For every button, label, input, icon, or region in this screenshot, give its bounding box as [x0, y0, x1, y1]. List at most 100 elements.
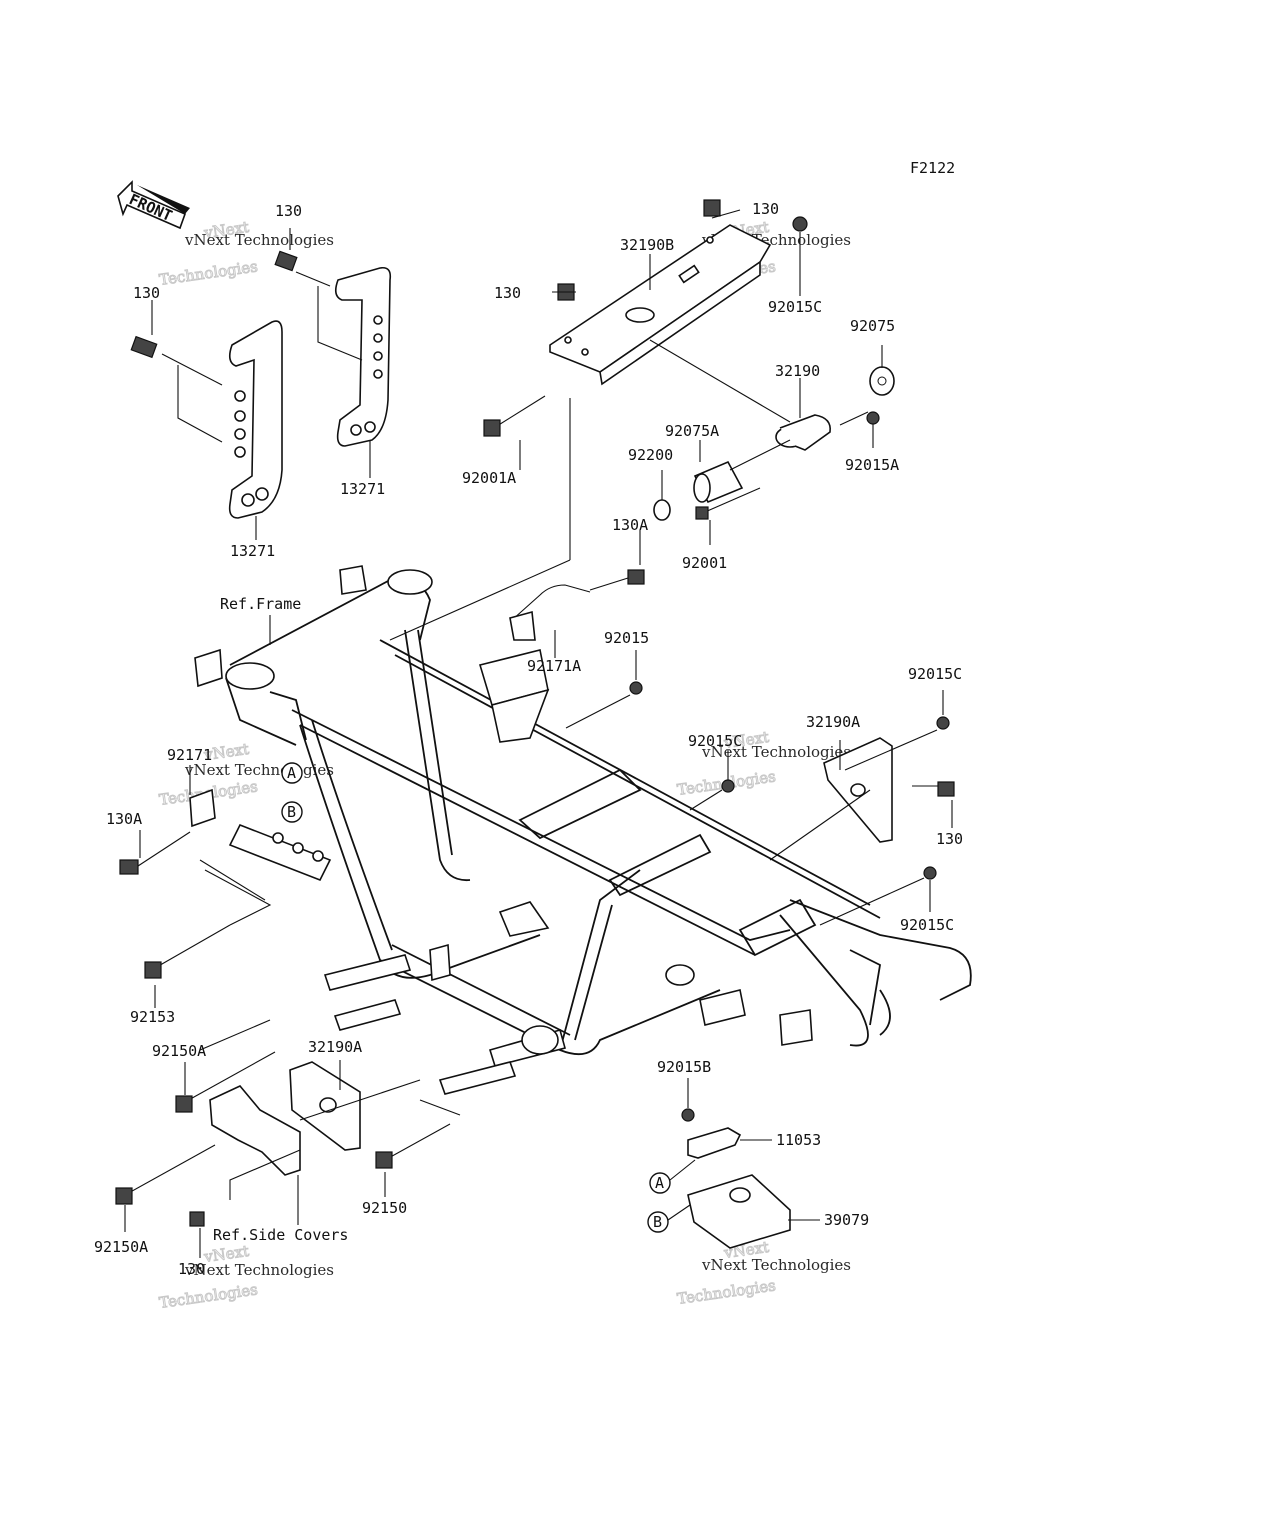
leader-lines-left-side: [137, 765, 266, 901]
bracket-32190B: [549, 224, 772, 386]
label-92171A: 92171A: [527, 657, 581, 675]
label-130-bottom: 130: [178, 1260, 205, 1278]
label-92015B: 92015B: [657, 1058, 711, 1076]
label-130-top-right: 130: [752, 200, 779, 218]
bracket-lower-left: [209, 1085, 301, 1176]
bracket-32190A-lower: [289, 1061, 361, 1151]
label-92015C-mid: 92015C: [688, 732, 742, 750]
bolt-130-left: [130, 335, 158, 359]
washer-92075: [869, 366, 895, 396]
label-13271-left: 13271: [230, 542, 275, 560]
callout-b-frame: B: [281, 801, 303, 823]
bracket-32190A-right: [823, 737, 893, 843]
label-32190A-right: 32190A: [806, 713, 860, 731]
label-11053: 11053: [776, 1131, 821, 1149]
callout-b-lower: B: [647, 1211, 669, 1233]
nut-92015: [629, 681, 643, 695]
nut-92015B: [681, 1108, 695, 1122]
label-92015A: 92015A: [845, 456, 899, 474]
leader-lines-upper-right: [519, 209, 883, 591]
label-130A-mid: 130A: [612, 516, 648, 534]
watermark-top-left: vNext Technologies vNext Technologies: [158, 217, 334, 289]
watermark-line: vNext Technologies: [701, 1256, 851, 1274]
watermark-bottom-right: vNext Technologies vNext Technologies: [676, 1237, 851, 1308]
bolt-92150: [375, 1123, 451, 1169]
label-92015: 92015: [604, 629, 649, 647]
mount-32190: [775, 414, 832, 451]
label-ref-frame: Ref.Frame: [220, 595, 301, 613]
watermark-line: vNext Technologies: [184, 1261, 334, 1279]
label-92015C-right: 92015C: [908, 665, 962, 683]
bolt-130-right: [937, 781, 955, 797]
label-92153: 92153: [130, 1008, 175, 1026]
watermark-line: vNext Technologies: [701, 743, 851, 761]
label-92015C-top: 92015C: [768, 298, 822, 316]
nut-92015C-lower: [923, 866, 937, 880]
bolt-92150A-top: [175, 1051, 276, 1113]
callout-a-lower: A: [649, 1172, 671, 1194]
callout-a-frame: A: [281, 762, 303, 784]
label-ref-side-covers: Ref.Side Covers: [213, 1226, 348, 1244]
bolt-130A-left: [119, 859, 139, 875]
label-92015C-lower: 92015C: [900, 916, 954, 934]
label-92150: 92150: [362, 1199, 407, 1217]
nut-92015A: [866, 411, 880, 425]
label-92150A-bottom: 92150A: [94, 1238, 148, 1256]
label-92001A: 92001A: [462, 469, 516, 487]
front-arrow-shadow: [132, 182, 190, 214]
label-32190: 32190: [775, 362, 820, 380]
label-92150A-top: 92150A: [152, 1042, 206, 1060]
bushing-92075A: [693, 460, 744, 504]
bolt-130A-mid: [627, 569, 645, 585]
label-130-mid: 130: [494, 284, 521, 302]
front-arrow-label: FRONT: [126, 190, 175, 225]
clip-92171: [189, 788, 216, 828]
label-92075A: 92075A: [665, 422, 719, 440]
bolt-92153: [144, 924, 231, 979]
leader-lines-right-side: [689, 690, 953, 926]
label-92200: 92200: [628, 446, 673, 464]
main-frame: [194, 565, 972, 1095]
nut-92015C-mid: [721, 779, 735, 793]
callout-b-label: B: [287, 803, 296, 821]
stay-11053: [687, 1127, 742, 1159]
part-labels: 130 130 13271 13271 130 32190B 130 92015…: [94, 200, 963, 1278]
callout-a-label: A: [287, 764, 296, 782]
watermark-line: vNext Technologies: [184, 231, 334, 249]
bolt-92001A: [483, 395, 546, 437]
label-130-top-left: 130: [275, 202, 302, 220]
callout-b-label: B: [653, 1213, 662, 1231]
watermark-word: Technologies: [676, 1276, 777, 1308]
cover-39079: [687, 1174, 791, 1249]
bolt-92001: [695, 487, 761, 520]
front-arrow-shape: [117, 180, 187, 230]
label-39079: 39079: [824, 1211, 869, 1229]
bolt-92150A-bottom: [115, 1144, 216, 1205]
callout-a-label: A: [655, 1174, 664, 1192]
leader-lines-lower-left: [124, 869, 461, 1258]
label-32190B: 32190B: [620, 236, 674, 254]
leader-lines-grab-bars: [151, 228, 371, 540]
grab-bar-left: [228, 320, 283, 519]
watermark-word: Technologies: [158, 1280, 259, 1312]
clip-92171A: [509, 584, 591, 641]
front-arrow: FRONT: [117, 180, 190, 230]
nut-92015C-right: [936, 716, 950, 730]
leader-lines-frame-top: [269, 559, 637, 729]
bolt-130-bottom: [189, 1211, 205, 1227]
label-130-left: 130: [133, 284, 160, 302]
label-92001: 92001: [682, 554, 727, 572]
label-130-right: 130: [936, 830, 963, 848]
washer-92200: [653, 499, 671, 521]
label-92171-left: 92171: [167, 746, 212, 764]
label-92075: 92075: [850, 317, 895, 335]
label-130A-left: 130A: [106, 810, 142, 828]
label-32190A-lower: 32190A: [308, 1038, 362, 1056]
bolt-130-top-right: [703, 199, 721, 217]
bolt-130-top-left: [274, 250, 298, 272]
leader-lines-lower-right: [667, 1078, 820, 1221]
nut-92015C-top: [792, 216, 808, 232]
grab-bar-right: [334, 266, 392, 447]
watermark-word: Technologies: [158, 257, 259, 289]
